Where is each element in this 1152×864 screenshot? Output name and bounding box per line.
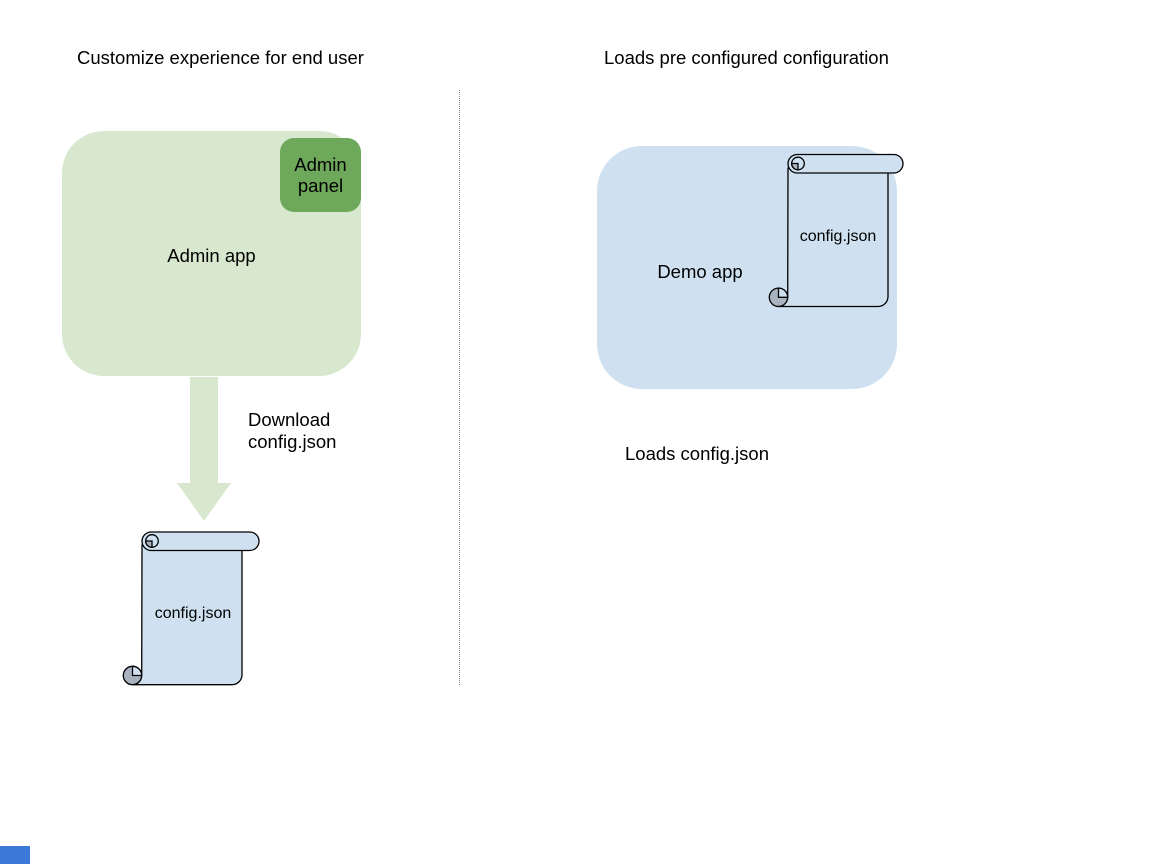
admin-app-label: Admin app <box>167 245 256 266</box>
config-file-label-left: config.json <box>154 605 232 622</box>
scroll-top-roll <box>787 153 904 174</box>
download-arrow <box>177 377 231 521</box>
scroll-top-roll <box>141 531 260 552</box>
admin-panel-label: Admin panel <box>294 154 347 196</box>
download-arrow-label: Download config.json <box>248 409 337 452</box>
admin-panel-box: Admin panel <box>280 138 361 212</box>
config-file-scroll-right <box>768 153 904 308</box>
loads-config-caption: Loads config.json <box>625 443 769 464</box>
section-divider <box>459 90 460 685</box>
config-file-label-right: config.json <box>799 228 877 245</box>
demo-app-label: Demo app <box>657 261 743 282</box>
left-section-title: Customize experience for end user <box>77 47 364 68</box>
config-file-scroll-left <box>122 531 260 686</box>
right-section-title: Loads pre configured configuration <box>604 47 889 68</box>
corner-blue-shape <box>0 846 30 864</box>
